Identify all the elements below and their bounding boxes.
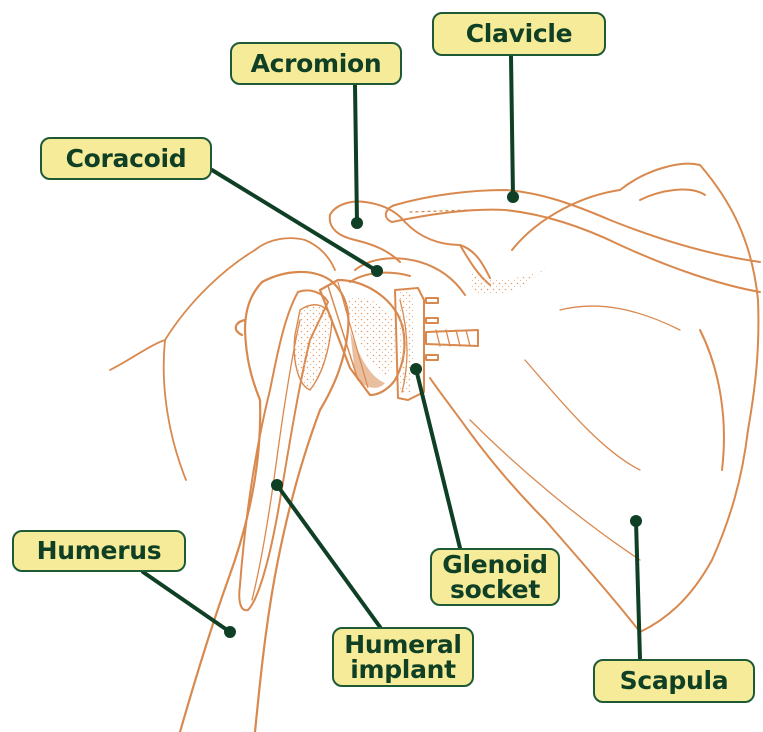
leader-dot-acromion — [351, 217, 363, 229]
leader-dot-scapula — [630, 515, 642, 527]
label-humeral-line2: implant — [350, 657, 456, 682]
clavicle-bone — [386, 190, 760, 292]
humeral-head-shading — [294, 305, 332, 390]
leader-line-acromion — [355, 85, 357, 223]
label-scapula: Scapula — [593, 659, 755, 703]
leader-dot-humerus — [224, 626, 236, 638]
leader-line-humerus — [143, 572, 230, 632]
label-glenoid-line1: Glenoid — [442, 552, 547, 577]
label-humeral-line1: Humeral — [344, 632, 461, 657]
leader-dot-coracoid — [371, 265, 383, 277]
acromion-bone — [330, 202, 490, 285]
leader-dot-clavicle — [507, 191, 519, 203]
leader-dot-humeral — [271, 479, 283, 491]
label-coracoid-text: Coracoid — [66, 146, 187, 172]
leader-line-humeral — [277, 485, 380, 627]
glenoid-shading — [398, 292, 415, 394]
label-clavicle-text: Clavicle — [466, 21, 573, 47]
label-humeral-implant: Humeral implant — [332, 627, 474, 687]
label-clavicle: Clavicle — [432, 12, 606, 56]
leader-line-clavicle — [511, 56, 513, 197]
leader-dot-glenoid — [410, 363, 422, 375]
label-humerus-text: Humerus — [37, 538, 162, 564]
label-glenoid-socket: Glenoid socket — [430, 548, 560, 606]
label-acromion: Acromion — [230, 42, 402, 85]
leader-line-scapula — [636, 521, 640, 659]
label-acromion-text: Acromion — [251, 51, 382, 77]
label-glenoid-line2: socket — [450, 577, 540, 602]
label-humerus: Humerus — [12, 530, 186, 572]
acromion-shading — [470, 268, 545, 295]
label-scapula-text: Scapula — [620, 668, 729, 694]
leader-line-glenoid — [416, 369, 460, 548]
label-coracoid: Coracoid — [40, 137, 212, 180]
